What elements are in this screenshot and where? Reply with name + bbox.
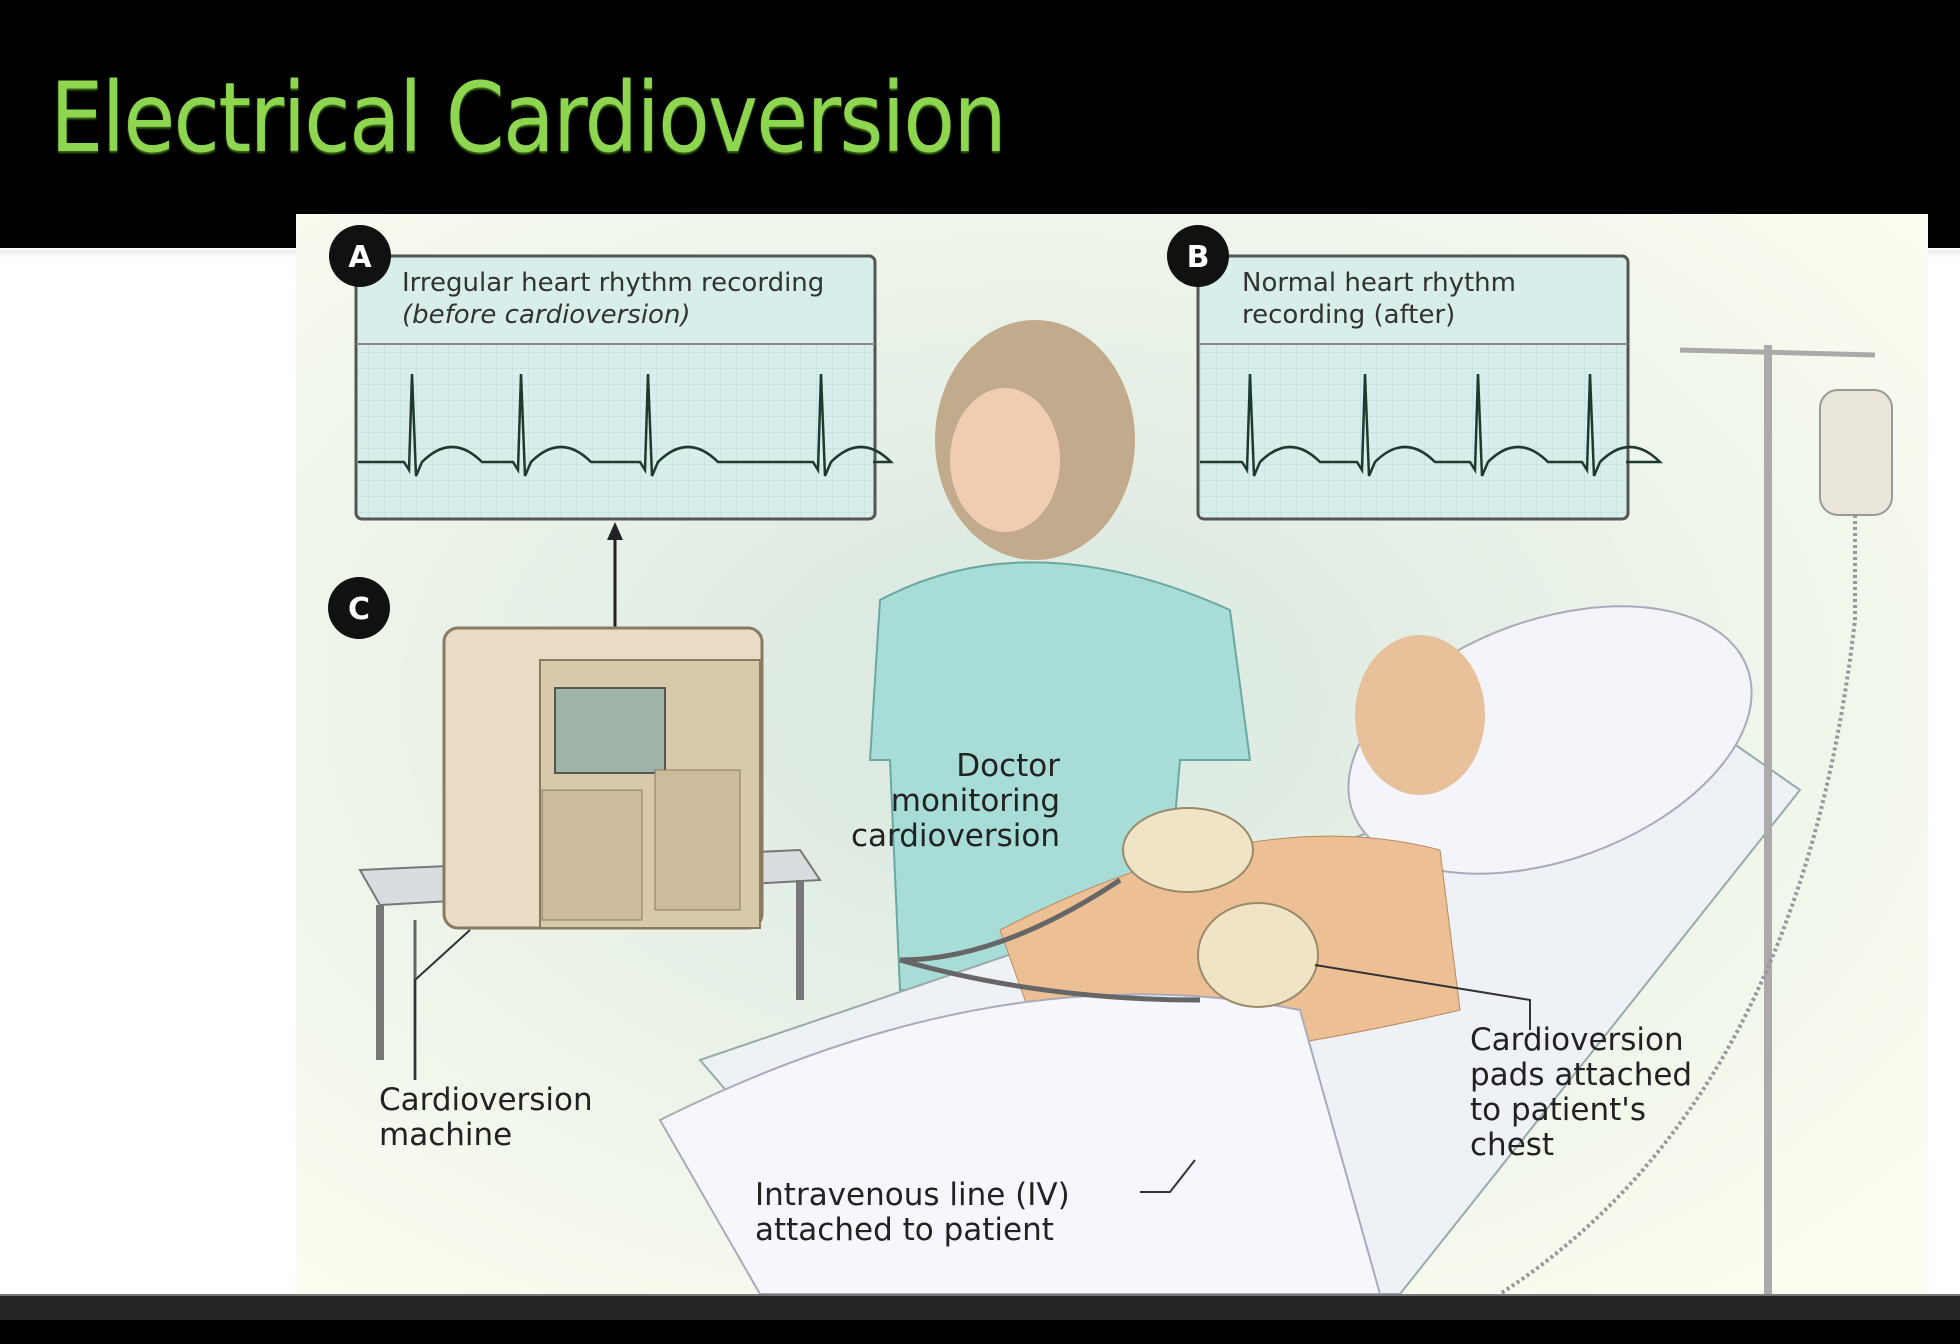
label-iv-line: Intravenous line (IV) (755, 1177, 1070, 1213)
panel-b-caption: Normal heart rhythm (1242, 268, 1516, 298)
label-pads-line: Cardioversion (1470, 1022, 1684, 1058)
panel-b: B Normal heart rhythm recording (after) (1167, 225, 1664, 521)
label-doctor-line: monitoring (891, 783, 1060, 819)
panel-b-caption-sub: recording (after) (1242, 300, 1455, 330)
cardioversion-machine (358, 626, 822, 1080)
panel-a-caption: Irregular heart rhythm recording (402, 268, 824, 298)
label-pads-line: pads attached (1470, 1057, 1692, 1093)
ecg-trace-irregular (358, 373, 895, 477)
label-pads: Cardioversion pads attached to patient's… (1470, 1022, 1692, 1163)
label-doctor-line: cardioversion (851, 818, 1060, 854)
label-pads-line: chest (1470, 1127, 1554, 1163)
label-doctor-line: Doctor (956, 748, 1060, 784)
badge-c (328, 577, 390, 639)
badge-a (329, 225, 391, 287)
arrow-head-icon (607, 522, 623, 540)
badge-c-label: C (348, 592, 370, 627)
label-machine-line: machine (379, 1117, 512, 1153)
ecg-trace-normal (1200, 373, 1664, 477)
title-band (0, 0, 1960, 248)
panel-a-caption-sub: (before cardioversion) (402, 300, 691, 330)
slide-bottom-edge (0, 1320, 1960, 1344)
badge-b-label: B (1187, 240, 1210, 275)
label-machine-line: Cardioversion (379, 1082, 593, 1118)
leader-machine (414, 929, 471, 1080)
leader-pads (1314, 964, 1531, 1030)
panel-a: A Irregular heart rhythm recording (befo… (329, 225, 895, 521)
patient-bed (658, 605, 1802, 1295)
iv-pole (1498, 345, 1893, 1296)
slide-footer-bar (0, 1294, 1960, 1322)
label-iv-line: attached to patient (755, 1212, 1054, 1248)
badge-a-label: A (348, 240, 372, 275)
slide-title: Electrical Cardioversion (50, 62, 1007, 174)
badge-b (1167, 225, 1229, 287)
label-machine: Cardioversion machine (379, 1082, 593, 1153)
label-doctor: Doctor monitoring cardioversion (851, 748, 1060, 854)
leader-iv (1140, 1159, 1196, 1193)
label-iv: Intravenous line (IV) attached to patien… (755, 1177, 1070, 1248)
label-pads-line: to patient's (1470, 1092, 1646, 1128)
